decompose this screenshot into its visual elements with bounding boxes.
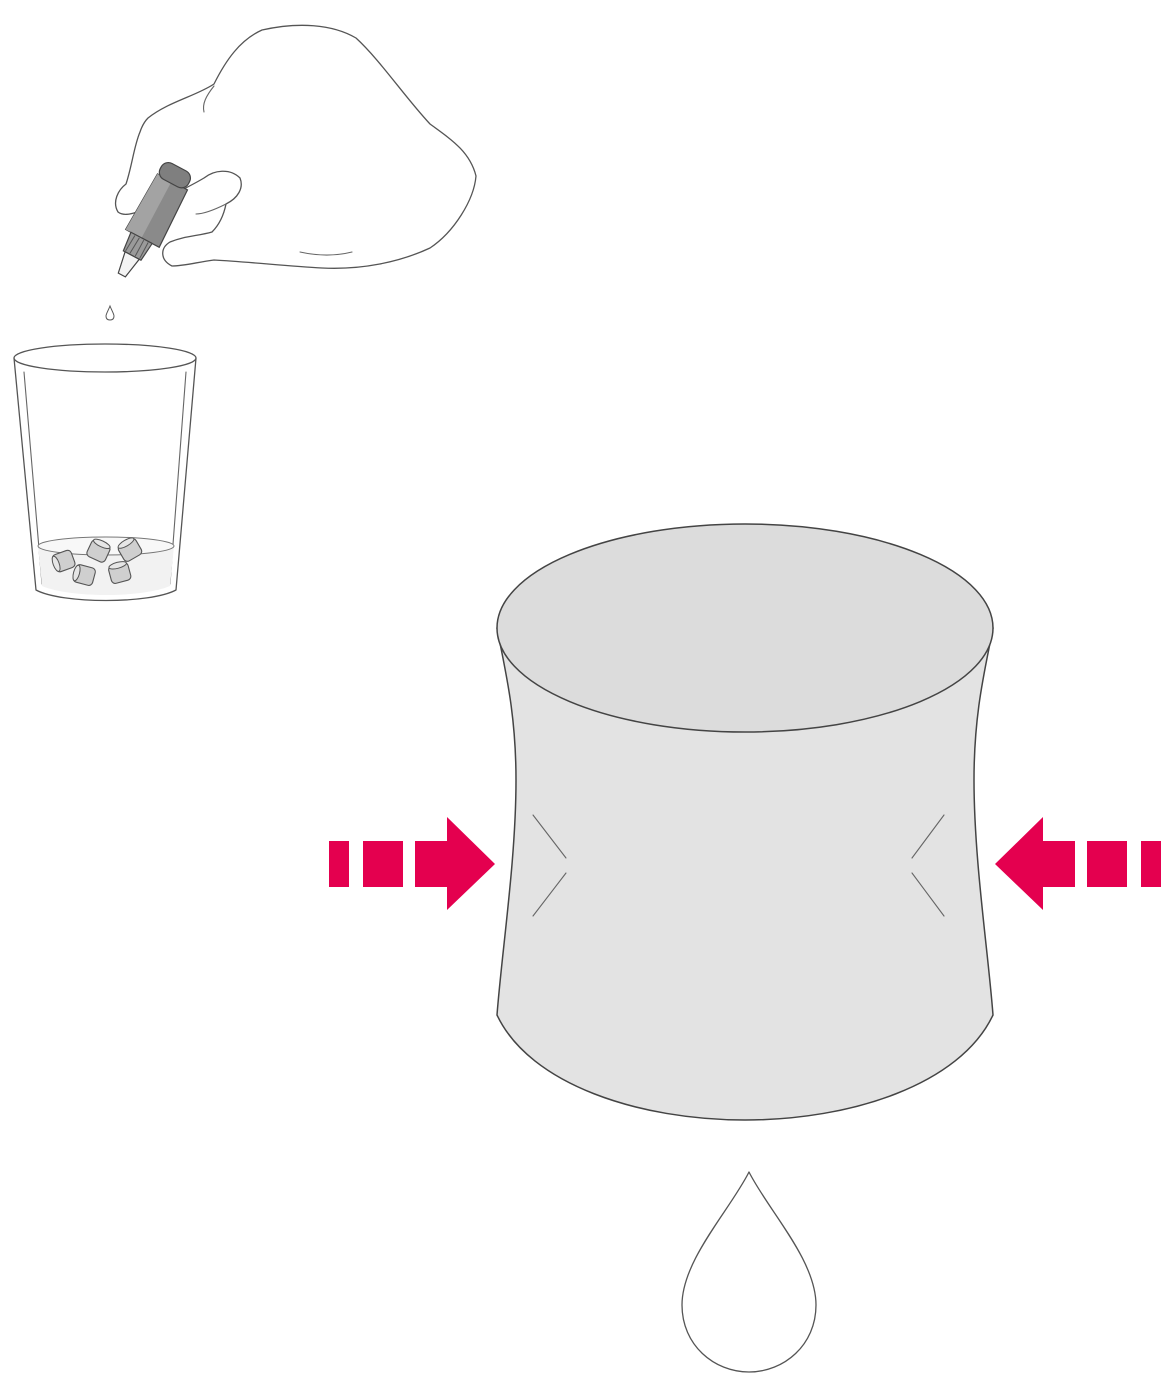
hand-icon (116, 25, 476, 268)
sponge-icon (497, 524, 993, 1120)
squeeze-arrow-right-icon (995, 817, 1161, 910)
step-one-group (14, 25, 476, 600)
glass-icon (14, 344, 196, 601)
droplet-icon (106, 306, 114, 320)
step-two-group (329, 524, 1161, 1372)
squeeze-arrow-left-icon (329, 817, 495, 910)
water-drop-icon (682, 1172, 816, 1372)
